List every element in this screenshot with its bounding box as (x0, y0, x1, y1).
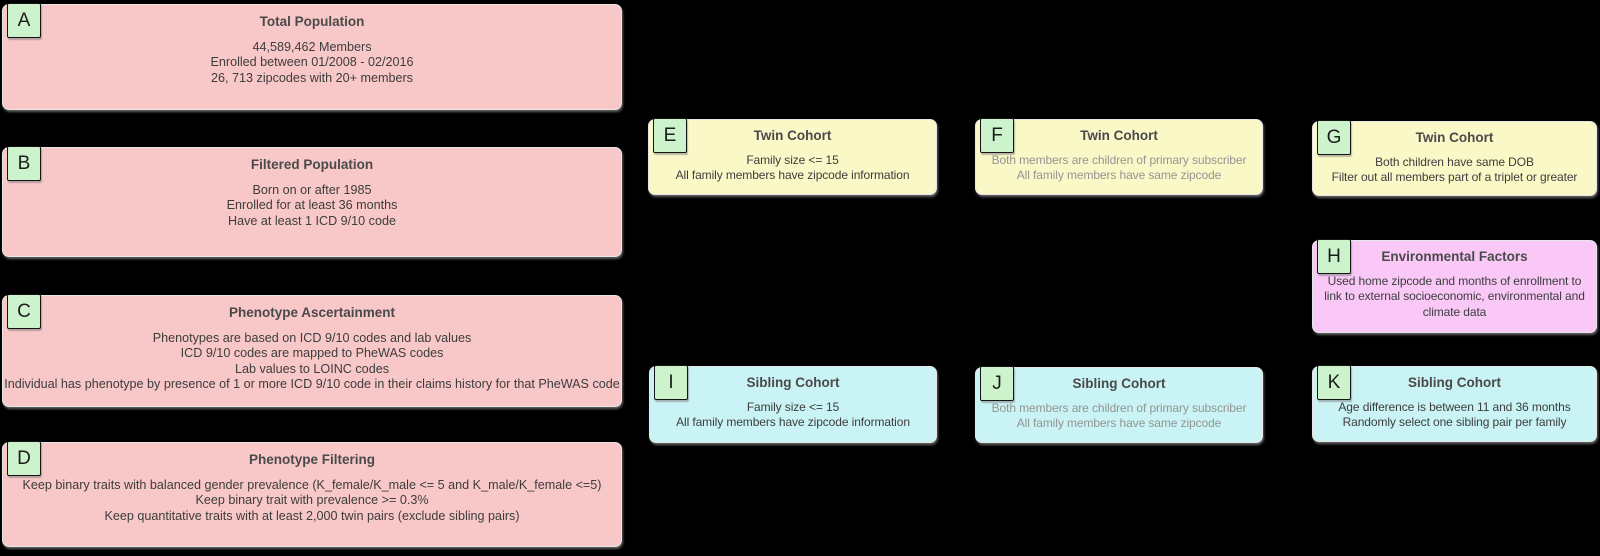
box-environmental-factors: H Environmental Factors Used home zipcod… (1312, 239, 1597, 333)
box-line: Have at least 1 ICD 9/10 code (227, 213, 396, 228)
step-label-e: E (653, 118, 687, 153)
box-title: Environmental Factors (1381, 249, 1528, 264)
box-phenotype-filtering: D Phenotype Filtering Keep binary traits… (2, 441, 622, 547)
box-body: Both members are children of primary sub… (976, 401, 1262, 432)
box-title: Twin Cohort (753, 128, 832, 143)
box-body: Born on or after 1985 Enrolled for at le… (3, 183, 621, 230)
box-line: Both children have same DOB (1375, 154, 1534, 169)
box-body: Keep binary traits with balanced gender … (3, 478, 621, 525)
box-sibling-cohort-j: J Sibling Cohort Both members are childr… (975, 366, 1263, 443)
box-line: All family members have zipcode informat… (676, 415, 910, 429)
box-body: Phenotypes are based on ICD 9/10 codes a… (3, 331, 621, 393)
box-line: ICD 9/10 codes are mapped to PheWAS code… (180, 346, 444, 360)
box-total-population: A Total Population 44,589,462 Members En… (2, 3, 622, 110)
box-line: Family size <= 15 (746, 152, 839, 167)
step-label-h: H (1317, 239, 1351, 274)
box-line: Keep binary trait with prevalence >= 0.3… (195, 493, 429, 507)
box-title: Sibling Cohort (1072, 376, 1166, 391)
box-twin-cohort-f: F Twin Cohort Both members are children … (975, 118, 1263, 195)
box-line: Filter out all members part of a triplet… (1331, 170, 1578, 184)
box-title: Phenotype Filtering (248, 452, 375, 467)
box-line: Keep binary traits with balanced gender … (22, 477, 602, 492)
box-title: Filtered Population (250, 157, 374, 172)
box-title: Twin Cohort (1415, 130, 1494, 145)
box-title: Total Population (259, 14, 365, 29)
box-title: Sibling Cohort (746, 375, 840, 390)
box-line: Enrolled for at least 36 months (226, 198, 398, 212)
box-body: Family size <= 15 All family members hav… (650, 400, 936, 431)
box-line: Used home zipcode and months of enrollme… (1324, 273, 1585, 319)
box-body: Both members are children of primary sub… (976, 153, 1262, 184)
box-phenotype-ascertainment: C Phenotype Ascertainment Phenotypes are… (2, 294, 622, 407)
step-label-c: C (7, 294, 41, 329)
box-line: 44,589,462 Members (252, 39, 372, 54)
box-line: Enrolled between 01/2008 - 02/2016 (210, 55, 414, 69)
box-line: Both members are children of primary sub… (991, 152, 1247, 167)
box-line: All family members have zipcode informat… (675, 168, 910, 182)
box-line: 26, 713 zipcodes with 20+ members (211, 70, 413, 85)
box-body: 44,589,462 Members Enrolled between 01/2… (3, 40, 621, 87)
box-title: Sibling Cohort (1408, 375, 1501, 390)
box-body: Both children have same DOB Filter out a… (1313, 155, 1596, 186)
box-line: Born on or after 1985 (252, 182, 372, 197)
step-label-k: K (1317, 365, 1351, 400)
box-sibling-cohort-k: K Sibling Cohort Age difference is betwe… (1312, 365, 1597, 442)
box-title: Phenotype Ascertainment (228, 305, 396, 320)
box-line: Age difference is between 11 and 36 mont… (1338, 399, 1571, 414)
box-line: Individual has phenotype by presence of … (4, 377, 620, 391)
box-title: Twin Cohort (1080, 128, 1158, 143)
box-twin-cohort-g: G Twin Cohort Both children have same DO… (1312, 120, 1597, 196)
step-label-i: I (654, 365, 688, 400)
box-line: Both members are children of primary sub… (991, 400, 1247, 415)
box-sibling-cohort-i: I Sibling Cohort Family size <= 15 All f… (649, 365, 937, 443)
step-label-f: F (980, 118, 1014, 153)
box-line: Lab values to LOINC codes (234, 361, 389, 376)
box-body: Used home zipcode and months of enrollme… (1313, 274, 1596, 321)
step-label-b: B (7, 146, 41, 181)
step-label-g: G (1317, 120, 1351, 155)
box-line: Phenotypes are based on ICD 9/10 codes a… (152, 330, 472, 345)
box-twin-cohort-e: E Twin Cohort Family size <= 15 All fami… (648, 118, 937, 195)
box-line: All family members have same zipcode (1016, 416, 1222, 430)
step-label-j: J (980, 366, 1014, 401)
box-body: Age difference is between 11 and 36 mont… (1313, 400, 1596, 431)
box-line: Keep quantitative traits with at least 2… (104, 508, 520, 523)
step-label-d: D (7, 441, 41, 476)
step-label-a: A (7, 3, 41, 38)
box-line: All family members have same zipcode (1016, 168, 1222, 182)
box-line: Randomly select one sibling pair per fam… (1342, 415, 1567, 429)
box-line: Family size <= 15 (746, 399, 840, 414)
box-filtered-population: B Filtered Population Born on or after 1… (2, 146, 622, 257)
box-body: Family size <= 15 All family members hav… (649, 153, 936, 184)
